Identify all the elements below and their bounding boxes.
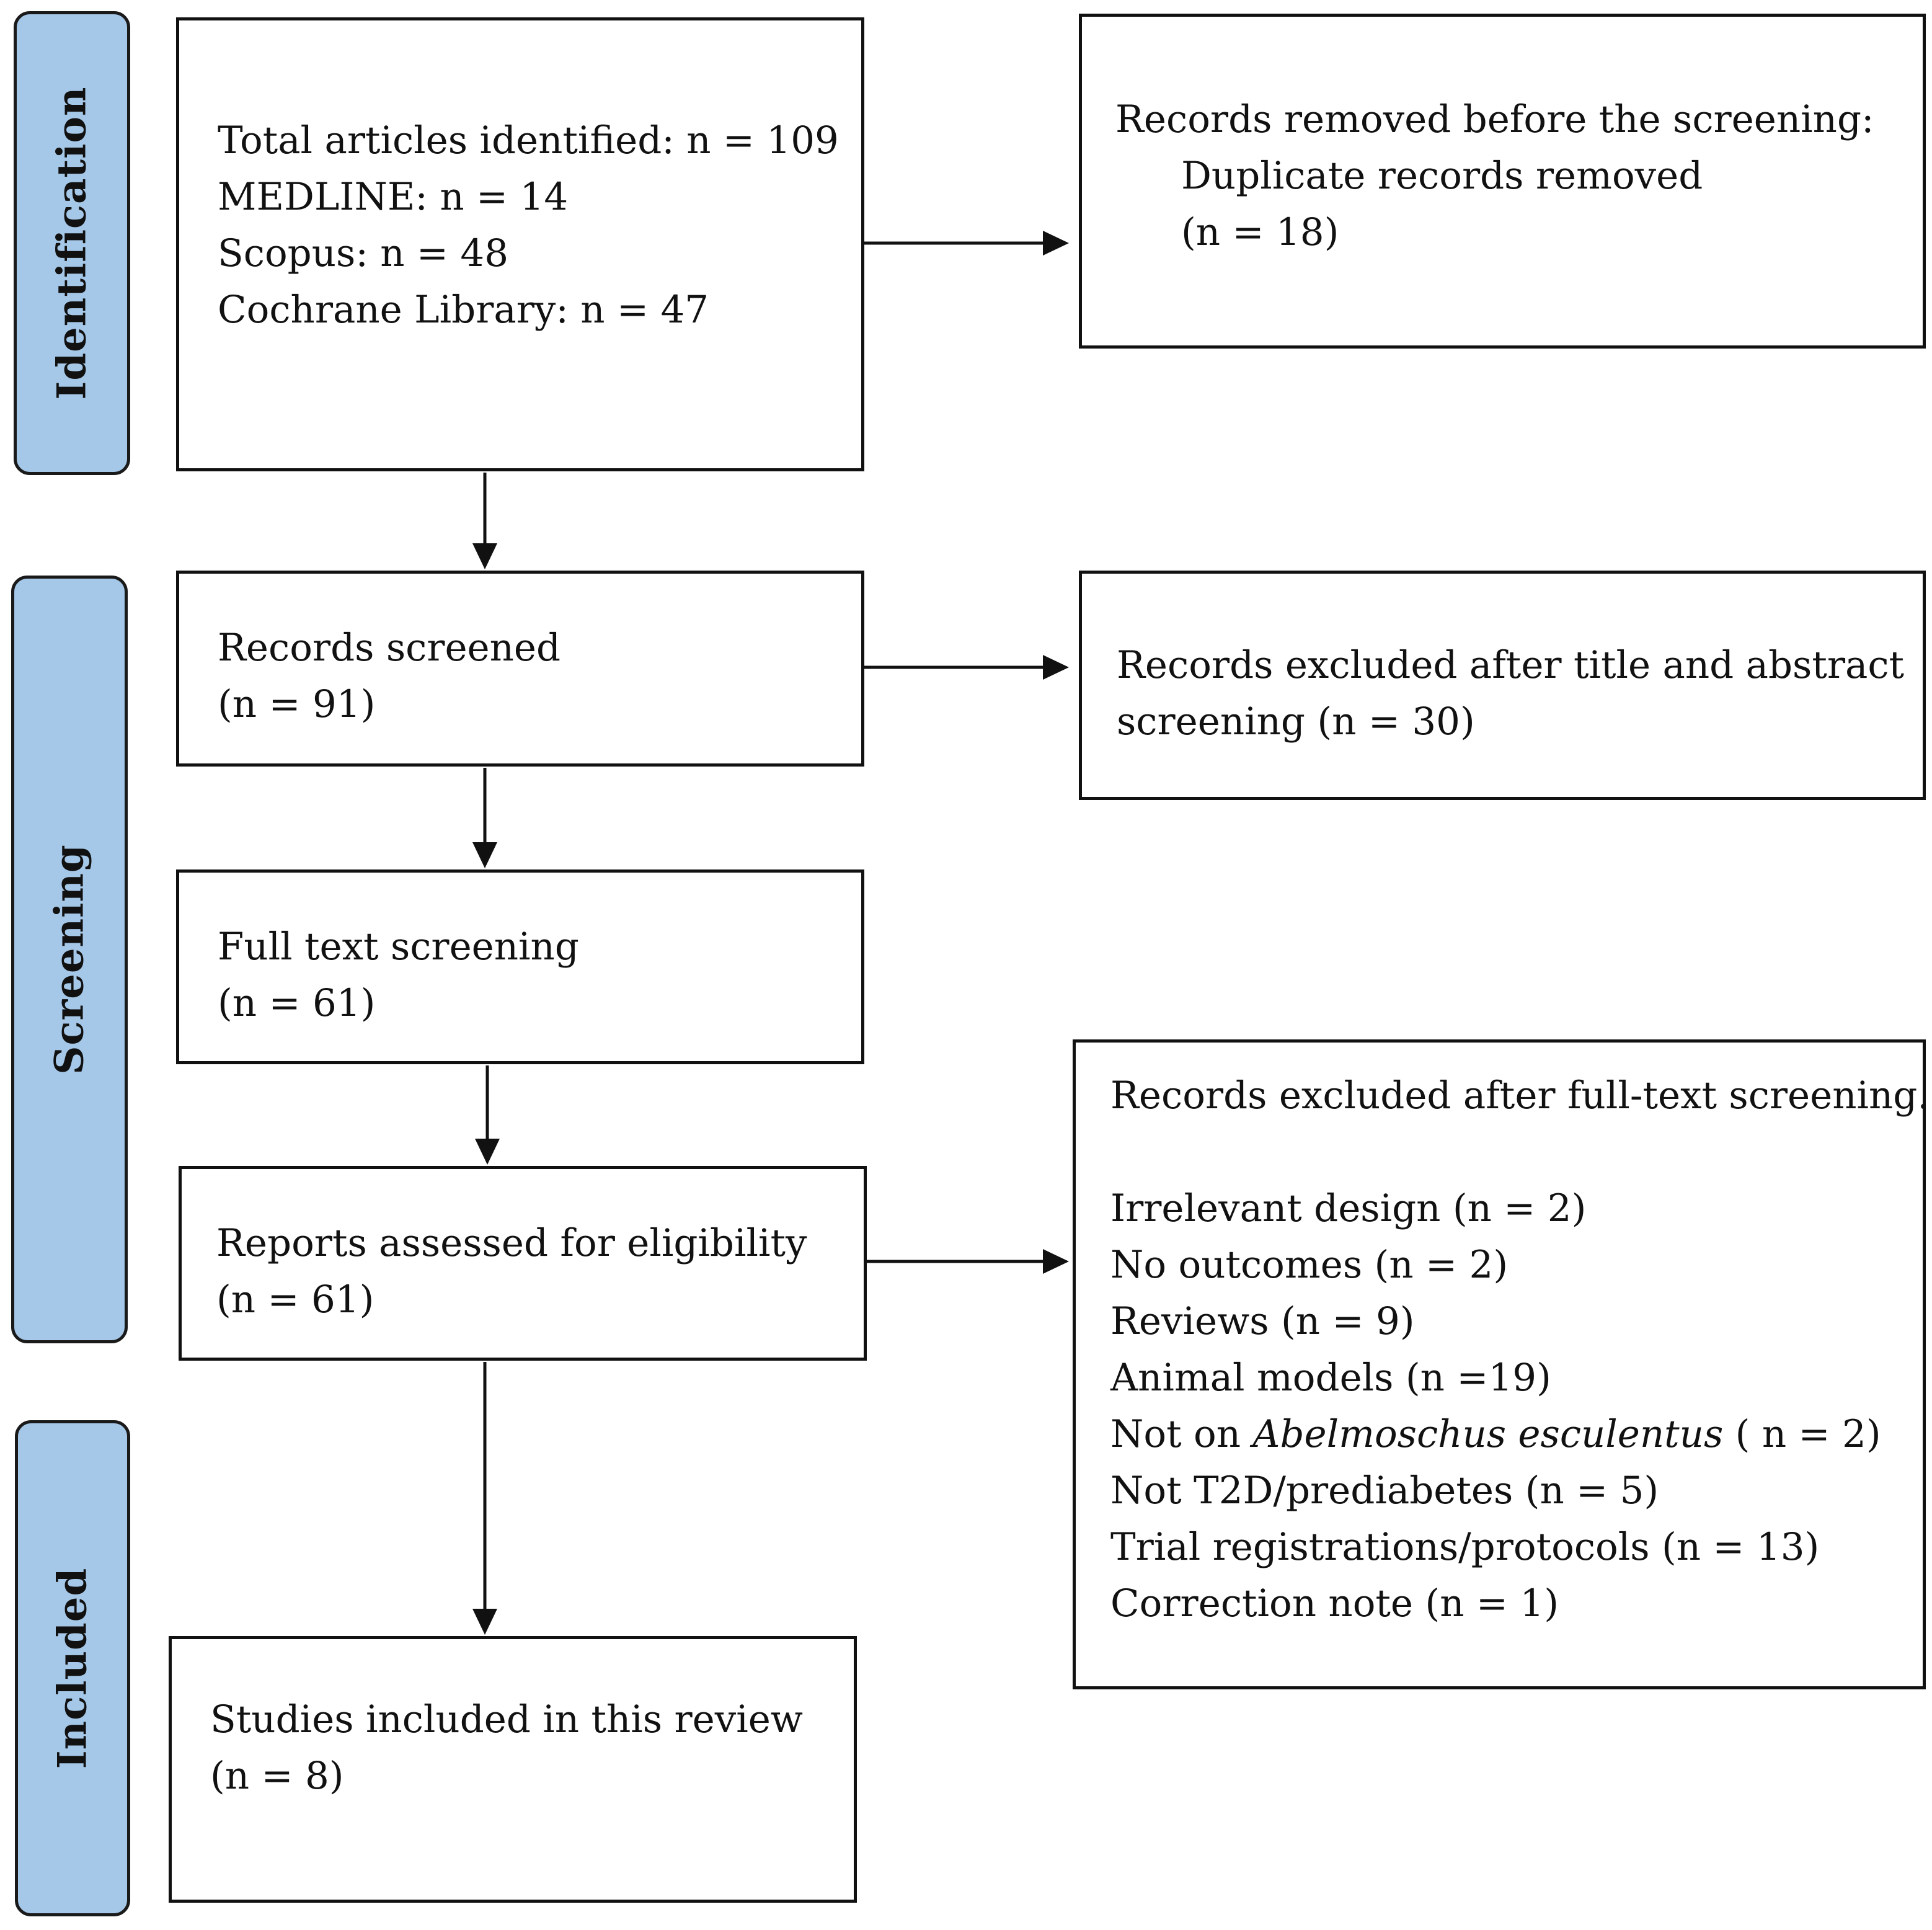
arrow-eligibility-to-excluded bbox=[867, 1249, 1069, 1274]
eligibility-count: (n = 61) bbox=[216, 1278, 374, 1322]
records-removed-box: Records removed before the screening: Du… bbox=[1079, 14, 1926, 349]
studies-included-box: Studies included in this review (n = 8) bbox=[169, 1636, 857, 1903]
not-on-suffix: ( n = 2) bbox=[1723, 1412, 1881, 1456]
reason-not-t2d: Not T2D/prediabetes (n = 5) bbox=[1110, 1469, 1659, 1513]
reason-animal-models: Animal models (n =19) bbox=[1110, 1356, 1551, 1400]
phase-identification: Identification bbox=[14, 11, 130, 475]
phase-included: Included bbox=[15, 1420, 130, 1916]
duplicate-records-text: Duplicate records removed bbox=[1181, 154, 1703, 198]
reason-no-outcomes: No outcomes (n = 2) bbox=[1110, 1243, 1509, 1287]
scopus-text: Scopus: n = 48 bbox=[218, 231, 509, 275]
studies-included-text: Studies included in this review bbox=[210, 1697, 804, 1741]
cochrane-text: Cochrane Library: n = 47 bbox=[218, 288, 709, 332]
excluded-full-text-title: Records excluded after full-text screeni… bbox=[1110, 1074, 1930, 1118]
medline-text: MEDLINE: n = 14 bbox=[218, 175, 569, 219]
phase-screening: Screening bbox=[11, 576, 128, 1343]
total-identified-box: Total articles identified: n = 109 MEDLI… bbox=[176, 17, 864, 471]
arrow-fulltext-to-eligibility bbox=[475, 1065, 500, 1165]
not-on-prefix: Not on bbox=[1110, 1412, 1253, 1456]
species-name: Abelmoschus esculentus bbox=[1252, 1412, 1724, 1456]
eligibility-text: Reports assessed for eligibility bbox=[216, 1221, 807, 1265]
full-text-screening-box: Full text screening (n = 61) bbox=[176, 869, 864, 1064]
arrow-identified-to-screened bbox=[472, 473, 497, 569]
reason-trial-registrations: Trial registrations/protocols (n = 13) bbox=[1110, 1525, 1820, 1569]
excluded-full-text-box: Records excluded after full-text screeni… bbox=[1073, 1039, 1930, 1689]
total-articles-text: Total articles identified: n = 109 bbox=[218, 118, 839, 162]
excluded-title-abstract-box: Records excluded after title and abstrac… bbox=[1079, 571, 1926, 800]
studies-included-count: (n = 8) bbox=[210, 1754, 344, 1798]
records-screened-box: Records screened (n = 91) bbox=[176, 571, 864, 767]
arrow-eligibility-to-included bbox=[472, 1362, 497, 1635]
reason-not-on-species: Not on Abelmoschus esculentus ( n = 2) bbox=[1110, 1406, 1930, 1462]
duplicate-count-text: (n = 18) bbox=[1181, 210, 1339, 254]
reason-irrelevant-design: Irrelevant design (n = 2) bbox=[1110, 1186, 1587, 1230]
arrow-screened-to-excluded bbox=[864, 655, 1069, 680]
reason-reviews: Reviews (n = 9) bbox=[1110, 1299, 1415, 1343]
excluded-title-abstract-text: Records excluded after title and abstrac… bbox=[1117, 643, 1905, 687]
arrow-identified-to-removed bbox=[864, 231, 1069, 256]
eligibility-box: Reports assessed for eligibility (n = 61… bbox=[179, 1166, 867, 1361]
full-text-screening-count: (n = 61) bbox=[218, 981, 376, 1025]
arrow-screened-to-fulltext bbox=[472, 768, 497, 868]
reason-correction-note: Correction note (n = 1) bbox=[1110, 1581, 1559, 1625]
records-removed-title: Records removed before the screening: bbox=[1115, 97, 1874, 141]
records-screened-text: Records screened bbox=[218, 626, 561, 670]
excluded-title-abstract-count: screening (n = 30) bbox=[1117, 700, 1475, 744]
records-screened-count: (n = 91) bbox=[218, 682, 376, 726]
full-text-screening-text: Full text screening bbox=[218, 925, 579, 969]
